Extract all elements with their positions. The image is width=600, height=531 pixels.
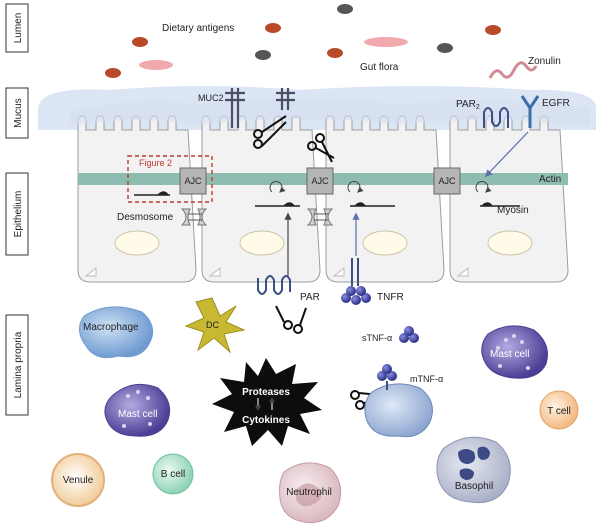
muc2-label: MUC2 — [198, 93, 224, 103]
gut-flora-label: Gut flora — [360, 62, 399, 73]
scissors-icon-ajc — [307, 133, 335, 163]
mast-cell-left-granules-icon — [122, 390, 152, 428]
epithelial-cell-1 — [77, 115, 197, 283]
neutrophil-nucleus-icon — [296, 483, 322, 507]
t-cell — [539, 390, 579, 430]
dietary-antigen-particles — [105, 23, 501, 78]
region-label-lumen: Lumen — [5, 3, 29, 53]
cell-nuclei — [114, 230, 533, 256]
neutrophil-label: Neutrophil — [286, 487, 332, 498]
region-label-epithelium: Epithelium — [5, 172, 29, 256]
mtnf-trimer-icon — [377, 364, 397, 390]
b-cell — [152, 453, 194, 495]
dc-label: DC — [206, 320, 219, 330]
venule-vessel — [51, 453, 105, 507]
actin-label: Actin — [539, 174, 561, 185]
venule-label: Venule — [63, 475, 94, 486]
basophil-granules-icon — [458, 446, 490, 480]
desmosome-label: Desmosome — [117, 212, 174, 223]
egfr-label: EGFR — [542, 98, 570, 109]
dietary-antigens-label: Dietary antigens — [162, 23, 234, 34]
cytokines-label: Cytokines — [242, 415, 290, 426]
basophil-label: Basophil — [455, 481, 493, 492]
ajc-box-2: AJC — [306, 167, 334, 195]
ajc-box-1: AJC — [179, 167, 207, 195]
egfr-receptor-icon — [520, 95, 540, 128]
svg-text:Epithelium: Epithelium — [13, 191, 24, 238]
gut-flora-particles — [139, 4, 453, 70]
t-cell-label: T cell — [547, 406, 571, 417]
figure2-label: Figure 2 — [139, 158, 172, 168]
macrophage-cell — [79, 306, 154, 359]
desmosome-junction-1 — [180, 208, 208, 226]
mast-cell-right-granules-icon — [496, 334, 530, 370]
svg-text:Mucus: Mucus — [13, 98, 24, 127]
myosin-rotation-arrows — [269, 181, 492, 193]
par2-receptor-icon — [483, 107, 509, 128]
svg-text:Lamina propria: Lamina propria — [13, 331, 24, 398]
zonulin-label: Zonulin — [528, 56, 561, 67]
region-label-lamina-propria: Lamina propria — [5, 314, 29, 416]
svg-text:AJC: AJC — [184, 176, 202, 186]
myosin-filaments — [134, 191, 520, 207]
mast-cell-left-label: Mast cell — [118, 409, 157, 420]
svg-text:AJC: AJC — [311, 176, 329, 186]
par-receptor-icon — [257, 275, 291, 295]
tnfr-label: TNFR — [377, 292, 404, 303]
egfr-signal-arrow — [485, 131, 529, 178]
stnf-trimer-icon — [399, 326, 419, 343]
zonulin-strand-icon — [488, 61, 538, 79]
b-cell-label: B cell — [161, 469, 185, 480]
proteases-cytokines-burst — [212, 358, 322, 446]
mucus-overlay — [70, 99, 590, 126]
scissors-icon-par — [275, 305, 307, 334]
desmosome-junction-2 — [306, 208, 334, 226]
cell-corner-markers — [84, 266, 469, 277]
mast-cell-right-label: Mast cell — [490, 349, 529, 360]
par2-label: PAR2 — [456, 99, 480, 111]
svg-text:Lumen: Lumen — [13, 13, 24, 44]
myosin-label: Myosin — [497, 205, 529, 216]
proteases-label: Proteases — [242, 387, 290, 398]
ajc-box-3: AJC — [433, 167, 461, 195]
muc2-structure-icon — [225, 88, 295, 128]
mast-cell-right — [481, 325, 548, 379]
mast-cell-left — [104, 383, 171, 437]
macrophage-label: Macrophage — [83, 322, 139, 333]
tnfr-receptor-icon — [341, 258, 371, 305]
par-label: PAR — [300, 292, 320, 303]
figure2-box[interactable] — [127, 155, 213, 203]
mtnf-label: mTNF-α — [410, 374, 443, 384]
mtnf-cell — [364, 383, 433, 438]
basophil-cell — [436, 436, 511, 504]
epithelial-cell-3 — [325, 115, 445, 283]
stnf-label: sTNF-α — [362, 333, 392, 343]
dendritic-cell — [184, 297, 246, 354]
region-label-mucus: Mucus — [5, 87, 29, 139]
svg-text:AJC: AJC — [438, 176, 456, 186]
scissors-icon-muc2 — [253, 115, 287, 149]
epithelial-cell-4 — [449, 115, 569, 283]
